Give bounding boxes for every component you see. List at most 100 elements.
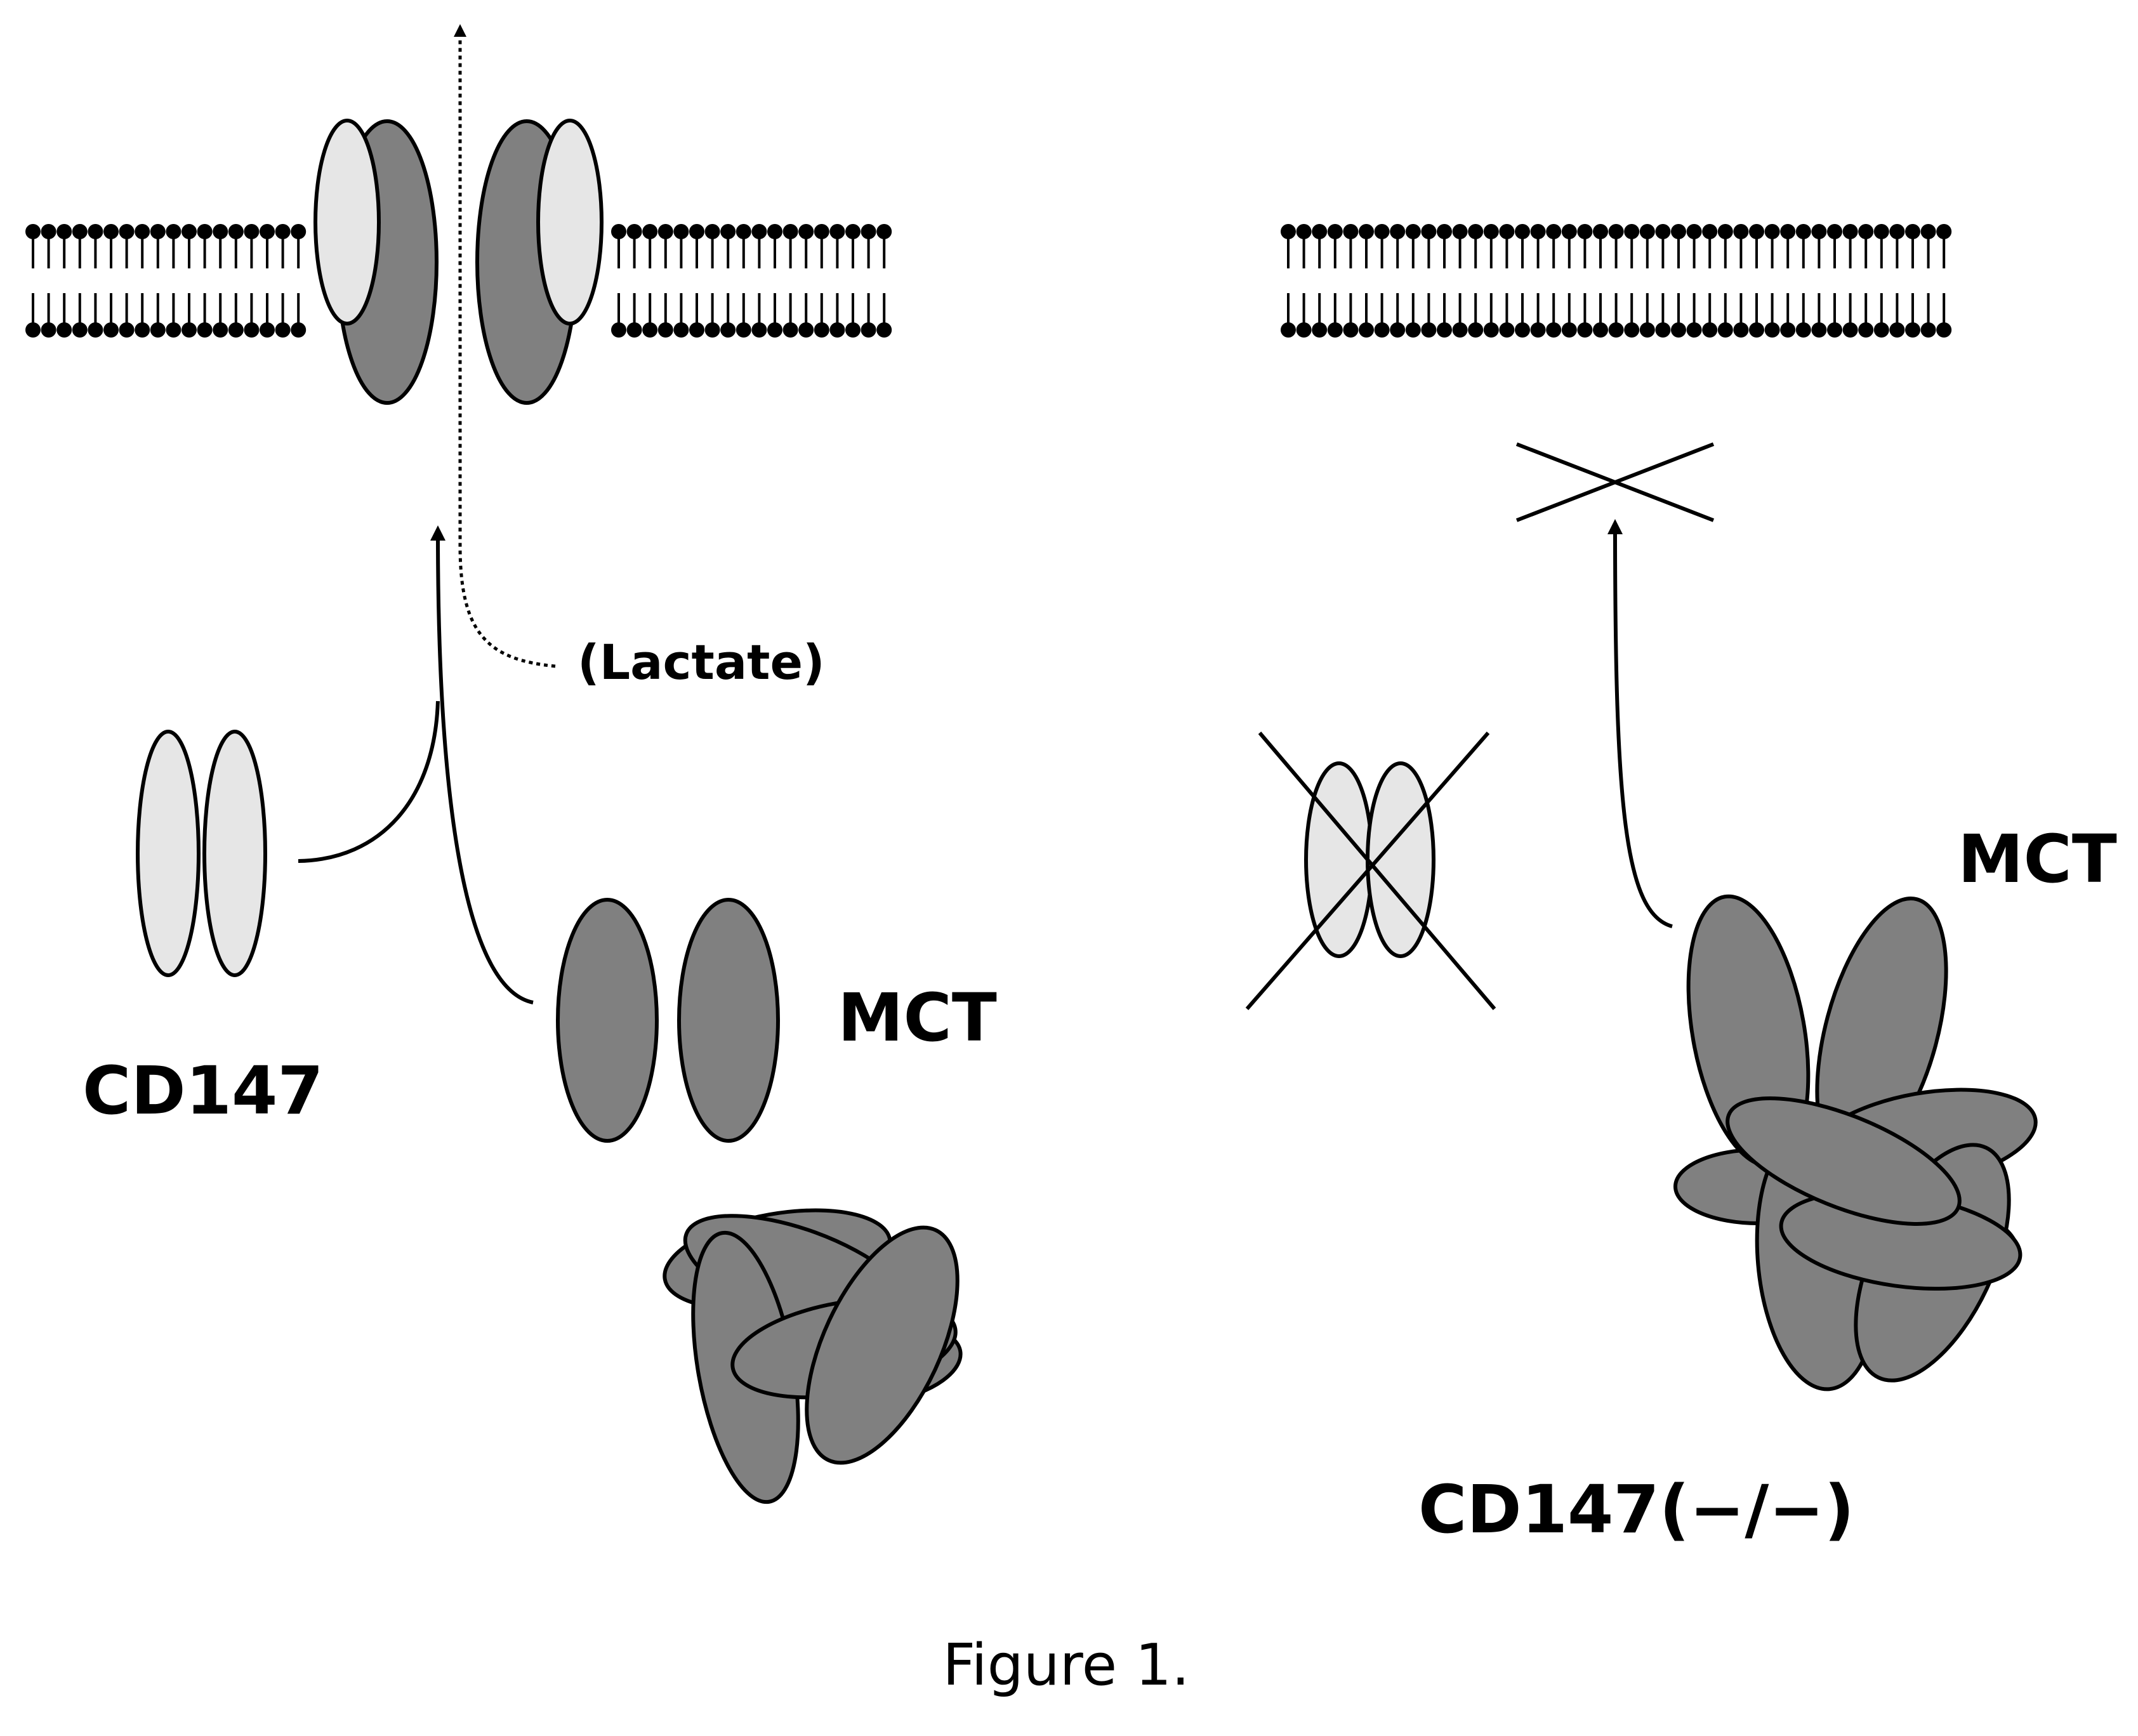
lipid-head [1702, 224, 1718, 239]
lipid-head [213, 322, 228, 338]
membrane-left-outer-segment [25, 224, 307, 338]
lipid-head [103, 322, 119, 338]
lipid-head [1296, 224, 1312, 239]
lipid-head [1483, 224, 1499, 239]
lipid-head [1452, 322, 1468, 338]
membrane-right [1281, 224, 1952, 338]
lipid-head [829, 224, 845, 239]
mct-aggregate-left [663, 1208, 963, 1504]
lipid-head [1655, 322, 1671, 338]
trafficking-arrow-right [1607, 519, 1673, 928]
deletion-cross [1245, 732, 1496, 1010]
lipid-head [1686, 322, 1702, 338]
membrane-transporter-complex-right [475, 119, 604, 405]
lipid-head [1733, 224, 1749, 239]
lipid-head [1468, 322, 1484, 338]
lipid-head [1281, 224, 1296, 239]
lipid-head [1421, 224, 1437, 239]
lipid-head [1702, 322, 1718, 338]
lipid-head [1780, 322, 1796, 338]
lipid-head [720, 322, 736, 338]
lipid-head [1764, 322, 1780, 338]
lipid-head [736, 322, 751, 338]
lipid-head [1639, 224, 1655, 239]
lipid-head [166, 322, 181, 338]
lipid-head [1281, 322, 1296, 338]
lipid-head [1437, 224, 1452, 239]
lipid-head [1421, 322, 1437, 338]
lipid-head [861, 224, 876, 239]
cd147-dimer-left [136, 730, 267, 977]
lipid-head [41, 322, 56, 338]
lipid-head [56, 322, 72, 338]
lipid-head [736, 224, 751, 239]
lipid-head [1827, 224, 1842, 239]
lipid-head [150, 322, 166, 338]
lipid-head [1811, 224, 1827, 239]
lipid-head [1920, 322, 1936, 338]
lipid-head [1717, 224, 1733, 239]
lipid-head [244, 224, 260, 239]
lipid-head [1515, 322, 1530, 338]
lipid-head [814, 224, 829, 239]
lipid-head [25, 322, 41, 338]
lipid-head [626, 322, 642, 338]
lipid-head [1936, 322, 1952, 338]
lipid-head [103, 224, 119, 239]
lipid-head [657, 224, 673, 239]
lipid-head [1483, 322, 1499, 338]
lipid-head [1327, 224, 1343, 239]
cd147-in-membrane-left [313, 119, 381, 326]
lipid-head [1359, 322, 1374, 338]
lipid-head [1749, 224, 1764, 239]
mct-subunit [805, 1225, 960, 1465]
lipid-head [56, 224, 72, 239]
lipid-head [1624, 322, 1640, 338]
lipid-head [1717, 322, 1733, 338]
lipid-head [611, 224, 626, 239]
lipid-head [1624, 224, 1640, 239]
lipid-head [1795, 322, 1811, 338]
lipid-head [1390, 224, 1406, 239]
lipid-head [1764, 224, 1780, 239]
lipid-head [275, 322, 291, 338]
cd147-in-membrane-right [536, 119, 604, 326]
lipid-head [876, 224, 892, 239]
lipid-head [1327, 322, 1343, 338]
cd147-knockout-label: CD147(−/−) [1418, 1471, 1854, 1548]
lactate-pathway-arrow [454, 24, 556, 668]
lipid-head [720, 224, 736, 239]
lipid-head [1858, 322, 1874, 338]
lipid-head [1561, 322, 1577, 338]
lipid-head [814, 322, 829, 338]
lipid-head [673, 322, 689, 338]
lipid-head [1546, 224, 1562, 239]
trafficking-arrow-left [430, 525, 534, 1004]
lipid-head [119, 224, 135, 239]
lipid-head [1671, 322, 1686, 338]
lipid-head [1499, 224, 1515, 239]
lipid-head [291, 322, 307, 338]
lipid-head [197, 322, 213, 338]
cd147-to-membrane-connector [298, 700, 440, 863]
lipid-head [657, 322, 673, 338]
lipid-head [611, 322, 626, 338]
lipid-head [673, 224, 689, 239]
lipid-head [25, 224, 41, 239]
membrane-left-inner-segment [611, 224, 892, 338]
mct-dimer-left [556, 898, 780, 1143]
lipid-head [626, 224, 642, 239]
lipid-head [41, 224, 56, 239]
lipid-head [751, 322, 767, 338]
lipid-head [1405, 322, 1421, 338]
lipid-head [72, 322, 88, 338]
lipid-head [1452, 224, 1468, 239]
lipid-head [1733, 322, 1749, 338]
lipid-head [1530, 322, 1546, 338]
cd147-subunit [202, 730, 267, 977]
figure-caption: Figure 1. [942, 1632, 1189, 1699]
lipid-head [876, 322, 892, 338]
lipid-head [1437, 322, 1452, 338]
lipid-head [1686, 224, 1702, 239]
